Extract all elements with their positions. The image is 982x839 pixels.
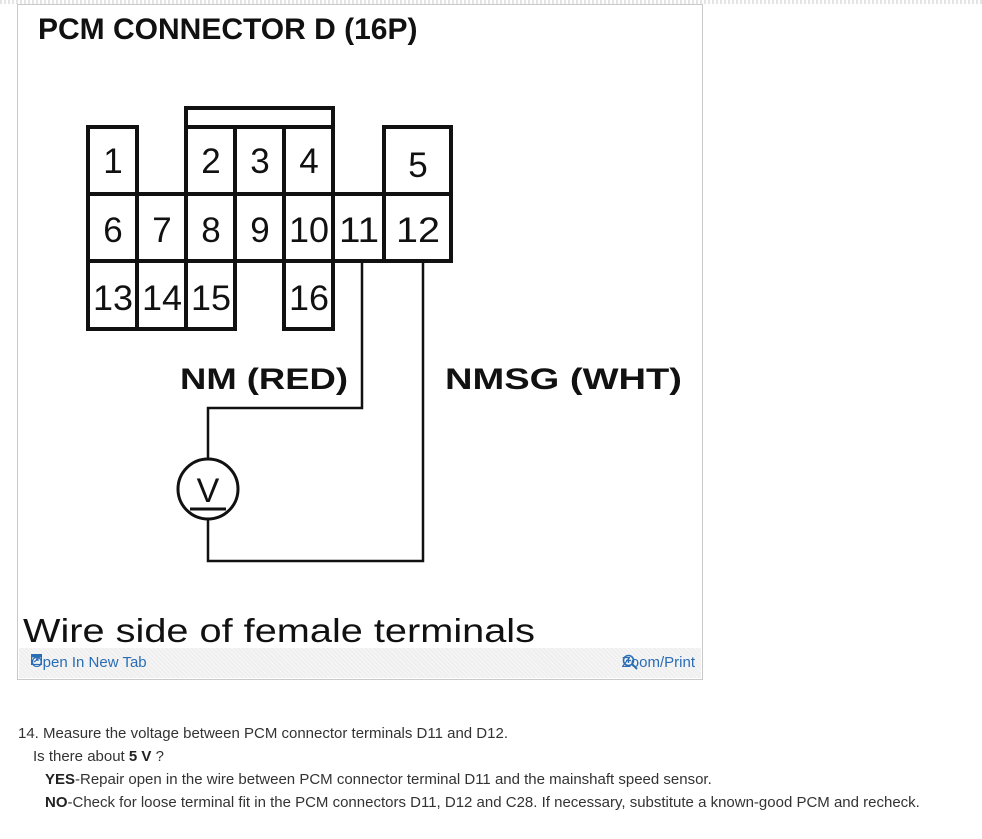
terminal-7: 7 [152,211,171,250]
step-question: Is there about 5 V ? [33,748,164,765]
terminal-12: 12 [396,211,440,250]
step-instruction: 14. Measure the voltage between PCM conn… [18,725,508,742]
connector-figure: PCM CONNECTOR D (16P) 1 2 [17,4,703,680]
zoom-print-label: Zoom/Print [621,654,695,671]
test-wires [206,261,425,563]
magnifier-icon [622,654,638,670]
diagram-caption: Wire side of female terminals [23,612,535,649]
terminal-3: 3 [250,142,269,181]
terminal-8: 8 [201,211,220,250]
svg-text:V: V [197,472,220,510]
terminal-6: 6 [103,211,122,250]
zoom-print-link[interactable]: Zoom/Print [622,654,695,671]
yes-branch: YES-Repair open in the wire between PCM … [18,768,978,791]
terminal-16: 16 [289,279,329,318]
figure-footer: Open In New Tab Zoom/Print [19,648,701,678]
top-border [0,0,982,4]
terminal-13: 13 [93,279,133,318]
terminal-4: 4 [299,142,318,181]
no-branch: NO-Check for loose terminal fit in the P… [18,791,978,814]
terminal-5: 5 [408,146,427,185]
terminal-2: 2 [201,142,220,181]
diagram-title: PCM CONNECTOR D (16P) [38,13,417,46]
connector-housing [86,106,453,331]
yes-text: -Repair open in the wire between PCM con… [75,771,712,788]
no-text: -Check for loose terminal fit in the PCM… [67,794,920,811]
nm-wire [206,261,364,463]
open-in-new-tab-link[interactable]: Open In New Tab [31,654,147,671]
connector-diagram: PCM CONNECTOR D (16P) 1 2 [23,13,682,649]
no-label: NO [45,794,68,811]
terminal-15: 15 [191,279,231,318]
voltmeter-icon: V [176,457,240,521]
nmsg-wire-label: NMSG (WHT) [445,363,682,396]
terminal-numbers: 1 2 3 4 5 6 7 8 9 10 11 12 13 14 15 16 [93,142,440,318]
terminal-1: 1 [103,142,122,181]
terminal-11: 11 [339,211,379,250]
open-in-new-tab-label: Open In New Tab [31,654,147,671]
open-new-tab-icon [31,654,42,665]
troubleshooting-step: 14. Measure the voltage between PCM conn… [18,722,978,814]
nm-wire-label: NM (RED) [180,363,348,396]
voltage-value: 5 V [128,748,152,765]
terminal-14: 14 [142,279,182,318]
yes-label: YES [45,771,76,788]
terminal-9: 9 [250,211,269,250]
nmsg-wire [206,261,425,563]
terminal-10: 10 [289,211,329,250]
